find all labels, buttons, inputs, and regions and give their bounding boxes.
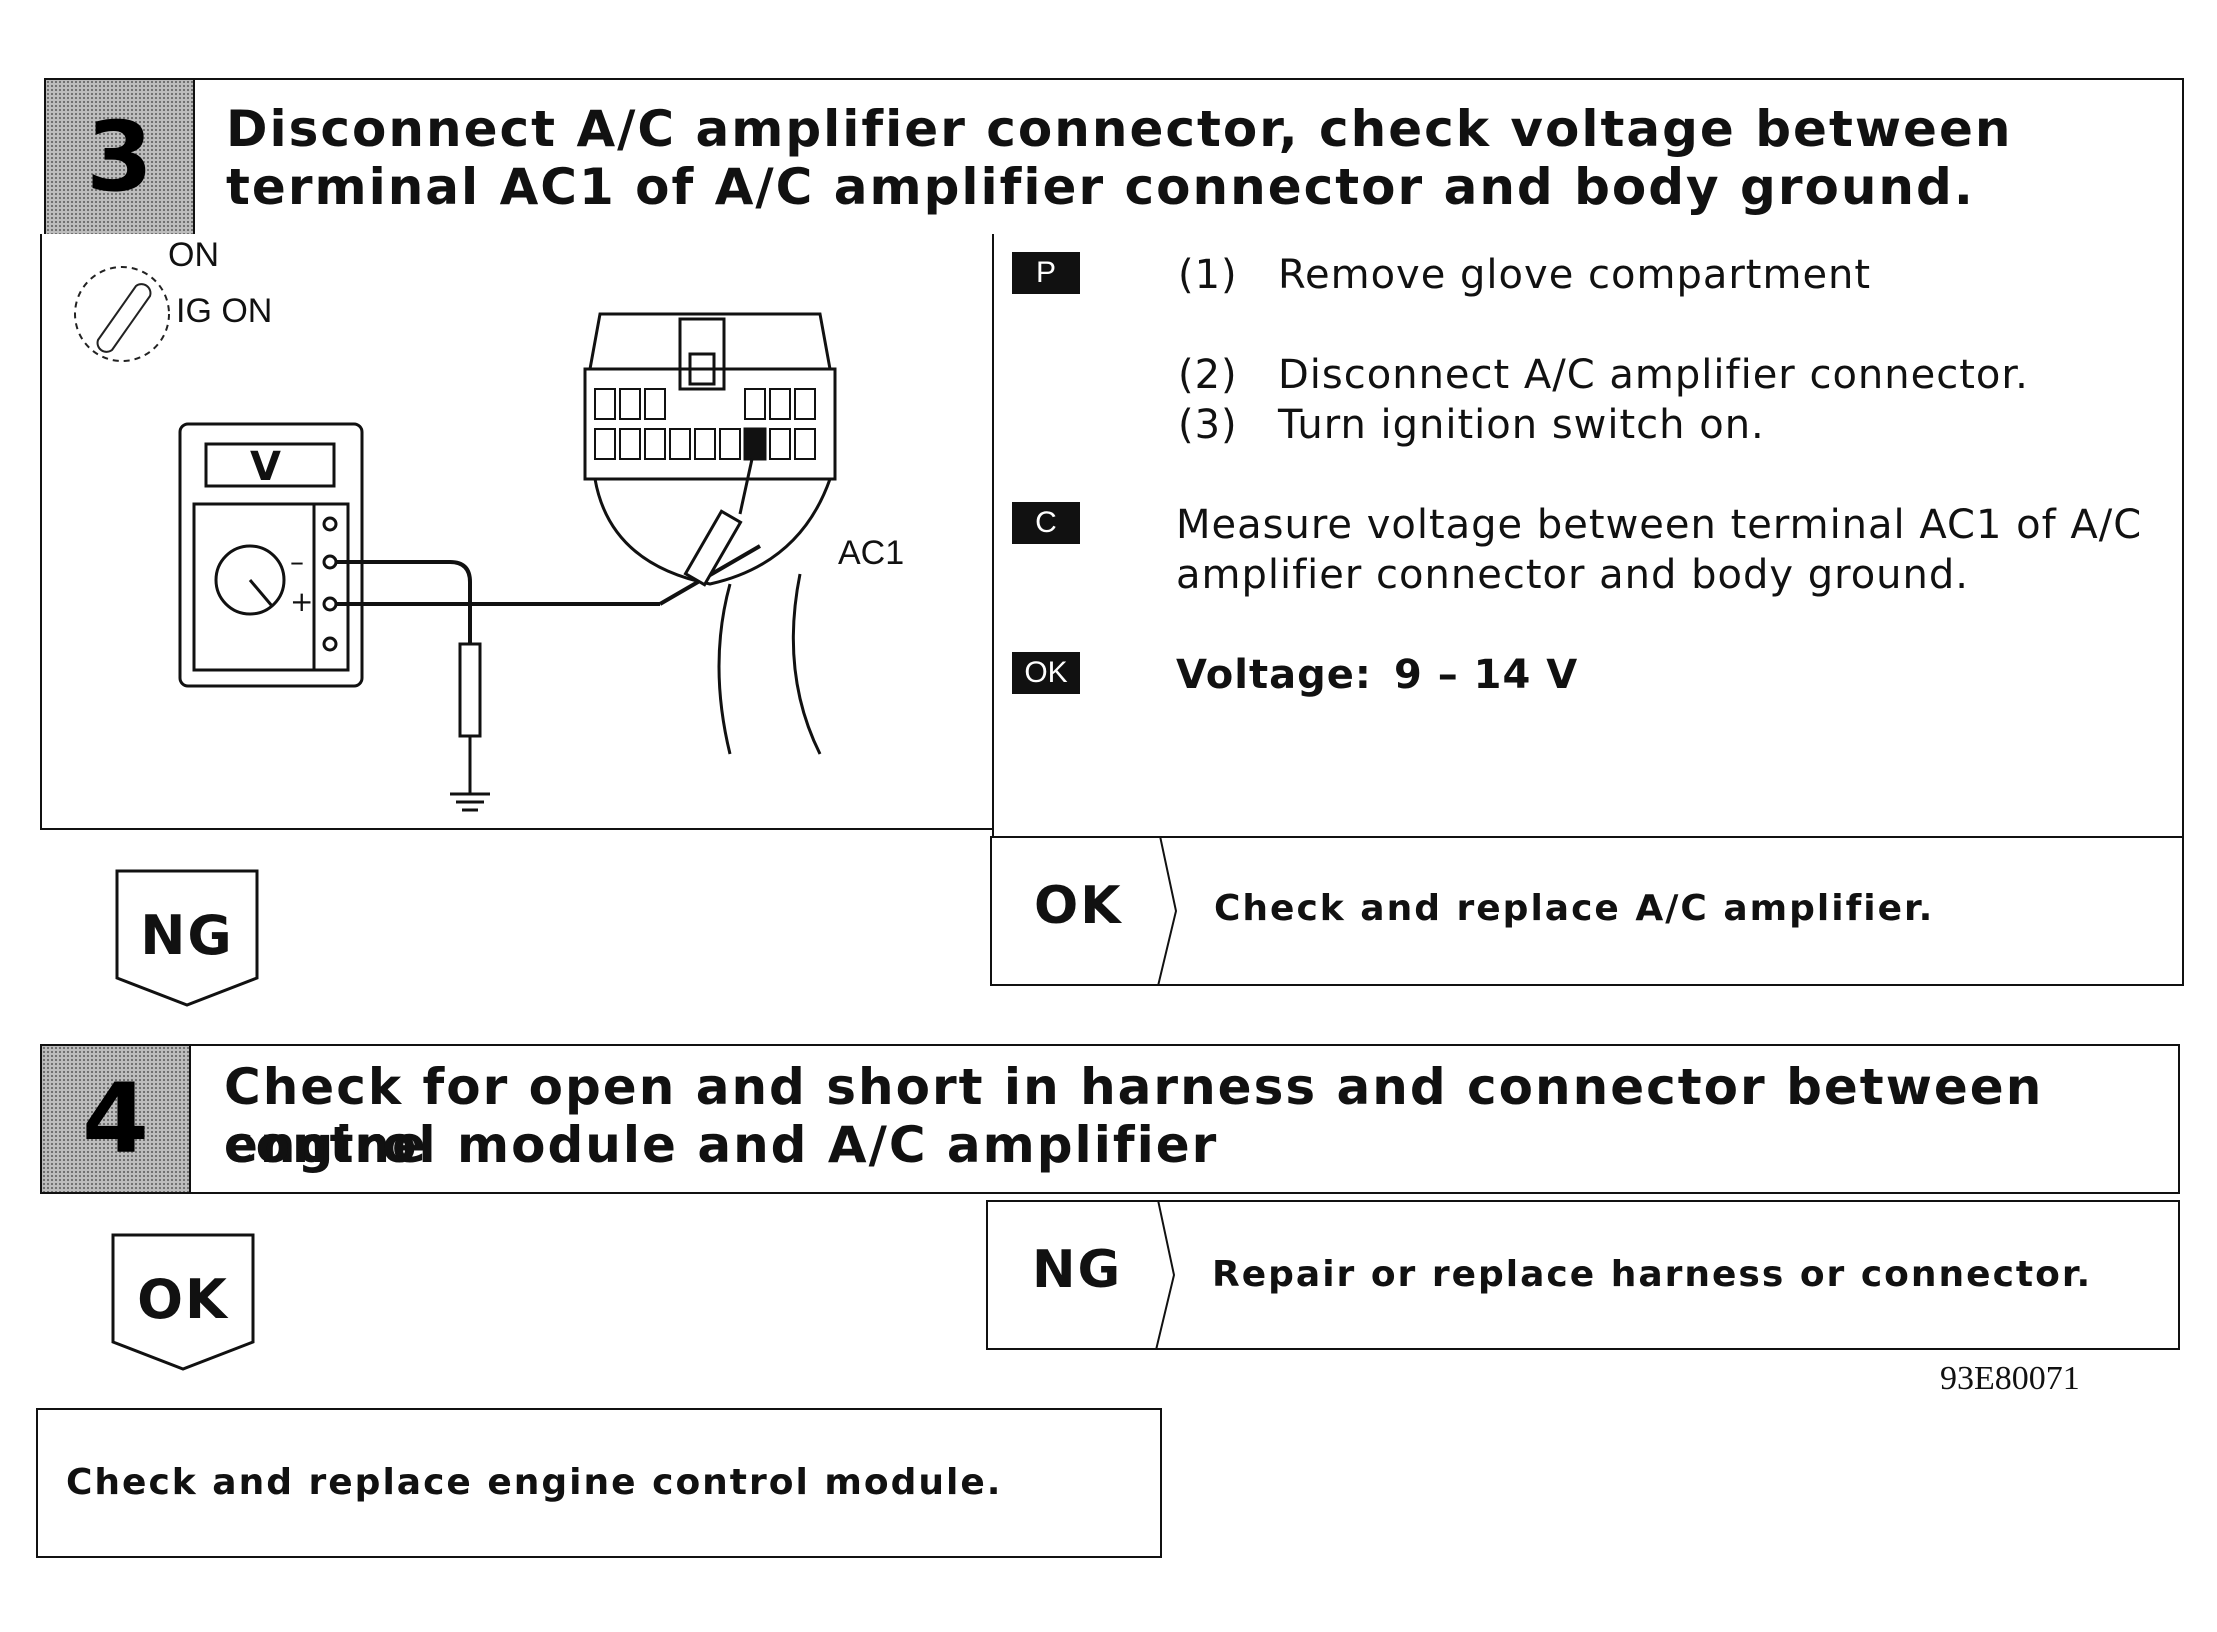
step3-ok-value: 9 – 14 V — [1394, 652, 1579, 698]
tag-c: C — [1012, 502, 1080, 544]
step3-item3-num: (3) — [1178, 402, 1238, 448]
step3-check-line1: Measure voltage between terminal AC1 of … — [1176, 502, 2143, 548]
final-action-text: Check and replace engine control module. — [66, 1462, 1003, 1503]
voltmeter-icon — [178, 422, 364, 688]
step4-title-line1: Check for open and short in harness and … — [224, 1058, 2044, 1174]
step4-header: 4 Check for open and short in harness an… — [40, 1044, 2180, 1194]
figure-code: 93E80071 — [1940, 1360, 2080, 1397]
switch-ig-on-label: IG ON — [176, 292, 273, 330]
ground-probe-icon — [450, 642, 490, 812]
step3-title-line2: terminal AC1 of A/C amplifier connector … — [226, 158, 1975, 216]
step3-diagram-panel — [40, 234, 994, 830]
step3-ok-result-label: OK — [1034, 876, 1123, 936]
meter-minus-label: – — [290, 545, 304, 578]
step3-title-line1: Disconnect A/C amplifier connector, chec… — [226, 100, 2013, 158]
step3-ok-result-text: Check and replace A/C amplifier. — [1214, 888, 1935, 929]
meter-plus-label: + — [290, 585, 314, 618]
step3-item2-text: Disconnect A/C amplifier connector. — [1278, 352, 2029, 398]
terminal-ac1-label: AC1 — [838, 534, 905, 572]
tag-p: P — [1012, 252, 1080, 294]
step3-check-line2: amplifier connector and body ground. — [1176, 552, 1969, 598]
step4-title-line2: control module and A/C amplifier — [224, 1116, 1219, 1174]
voltmeter-diagram — [74, 266, 837, 812]
step3-ok-result — [990, 836, 2184, 986]
ac-amplifier-connector-icon — [583, 312, 837, 755]
step4-number: 4 — [42, 1046, 191, 1192]
switch-on-label: ON — [168, 236, 219, 274]
ignition-key-icon — [74, 266, 170, 362]
ng-flow-label: NG — [140, 904, 234, 967]
ok-flow-label: OK — [137, 1268, 229, 1331]
tag-ok: OK — [1012, 652, 1080, 694]
step4-ng-result-text: Repair or replace harness or connector. — [1212, 1254, 2093, 1295]
final-action-box — [36, 1408, 1162, 1558]
step3-instructions-panel — [992, 234, 2184, 838]
step3-item1-num: (1) — [1178, 252, 1238, 298]
step3-item3-text: Turn ignition switch on. — [1278, 402, 1765, 448]
meter-display-label: V — [250, 444, 281, 490]
step4-ng-result-label: NG — [1032, 1240, 1123, 1300]
step3-number: 3 — [46, 80, 195, 234]
result-divider-chevron — [1157, 836, 1178, 986]
step3-item2-num: (2) — [1178, 352, 1238, 398]
ng-flow-arrow — [115, 869, 259, 1007]
result-divider-chevron-2 — [1155, 1200, 1176, 1350]
step3-ok-label: Voltage: — [1176, 652, 1372, 698]
ok-flow-arrow — [111, 1233, 255, 1371]
step4-ng-result — [986, 1200, 2180, 1350]
step3-item1-text: Remove glove compartment — [1278, 252, 1872, 298]
step3-header: 3 Disconnect A/C amplifier connector, ch… — [44, 78, 2184, 236]
